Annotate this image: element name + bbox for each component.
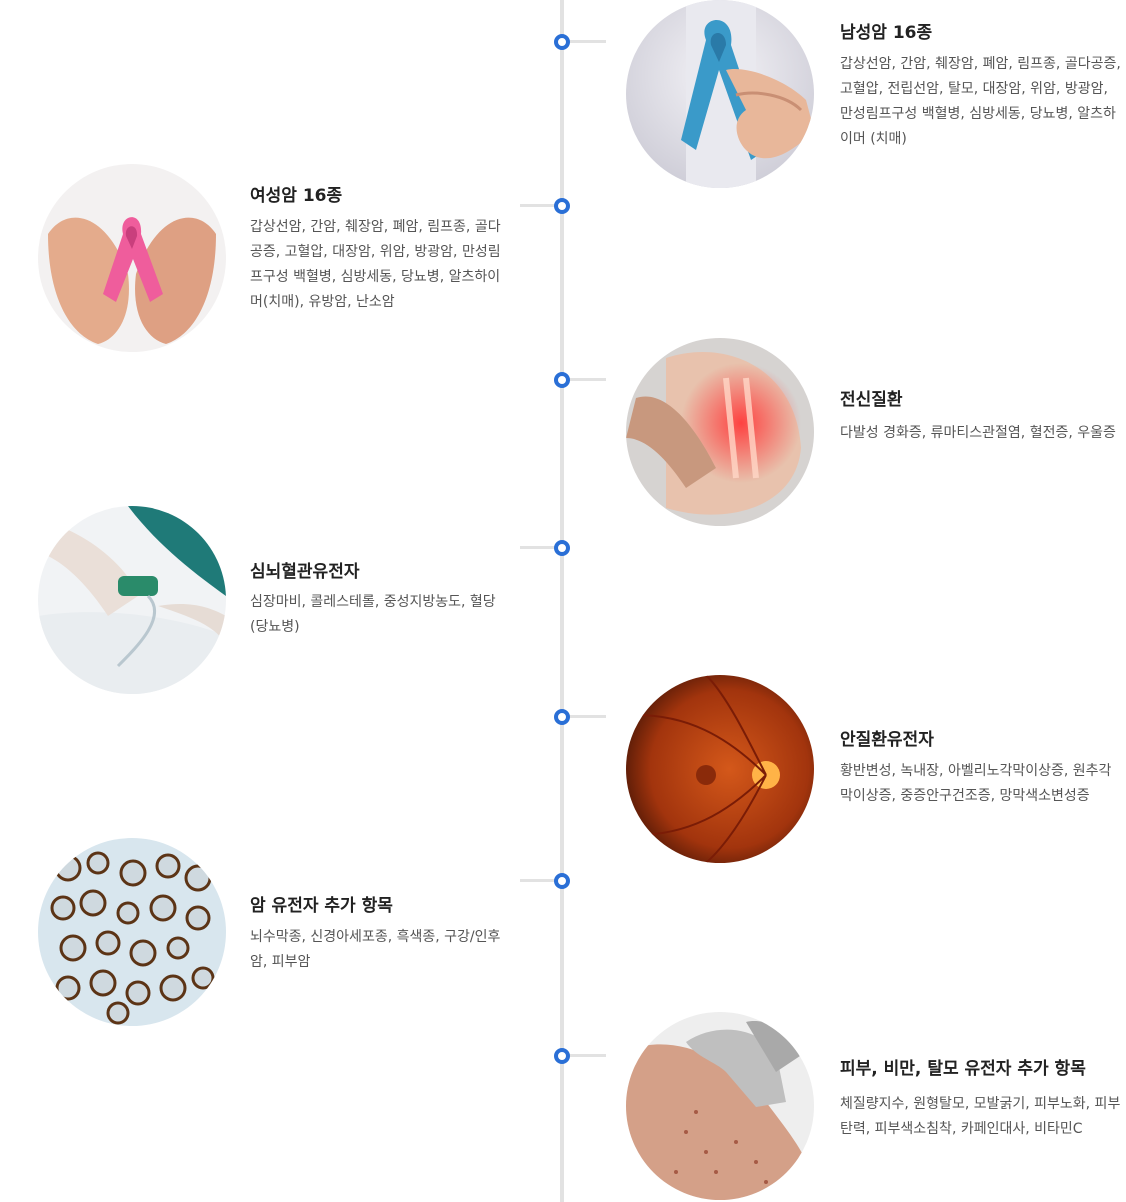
blue-ribbon-photo: [626, 0, 814, 188]
connector: [568, 40, 606, 43]
timeline-node: [554, 1048, 570, 1064]
timeline-node: [554, 540, 570, 556]
connector: [568, 378, 606, 381]
skin-photo: [626, 1012, 814, 1200]
entry-title: 심뇌혈관유전자: [250, 562, 360, 582]
timeline-node: [554, 372, 570, 388]
entry-desc: 황반변성, 녹내장, 아벨리노각막이상증, 원추각막이상증, 중증안구건조증, …: [840, 763, 1112, 804]
timeline-node: [554, 198, 570, 214]
pink-ribbon-photo: [38, 164, 226, 352]
connector: [568, 715, 606, 718]
entry-title: 안질환유전자: [840, 730, 934, 750]
entry-desc: 심장마비, 콜레스테롤, 중성지방농도, 혈당(당뇨병): [250, 594, 496, 635]
connector: [520, 546, 558, 549]
tissue-photo: [38, 838, 226, 1026]
entry-desc: 갑상선암, 간암, 췌장암, 폐암, 림프종, 골다공증, 고혈압, 대장암, …: [250, 219, 501, 310]
entry-title: 피부, 비만, 탈모 유전자 추가 항목: [840, 1059, 1086, 1079]
connector: [520, 204, 558, 207]
knee-pain-photo: [626, 338, 814, 526]
entry-desc: 갑상선암, 간암, 췌장암, 폐암, 림프종, 골다공증, 고혈압, 전립선암,…: [840, 56, 1121, 147]
entry-title: 암 유전자 추가 항목: [250, 896, 393, 916]
timeline-node: [554, 709, 570, 725]
retina-photo: [626, 675, 814, 863]
timeline-node: [554, 873, 570, 889]
timeline-node: [554, 34, 570, 50]
entry-desc: 다발성 경화증, 류마티스관절염, 혈전증, 우울증: [840, 425, 1116, 441]
blood-draw-photo: [38, 506, 226, 694]
entry-title: 남성암 16종: [840, 23, 933, 43]
timeline-line: [560, 0, 564, 1202]
connector: [520, 879, 558, 882]
entry-desc: 뇌수막종, 신경아세포종, 흑색종, 구강/인후암, 피부암: [250, 929, 501, 970]
entry-desc: 체질량지수, 원형탈모, 모발굵기, 피부노화, 피부탄력, 피부색소침착, 카…: [840, 1096, 1121, 1137]
entry-title: 여성암 16종: [250, 186, 343, 206]
connector: [568, 1054, 606, 1057]
entry-title: 전신질환: [840, 390, 903, 410]
